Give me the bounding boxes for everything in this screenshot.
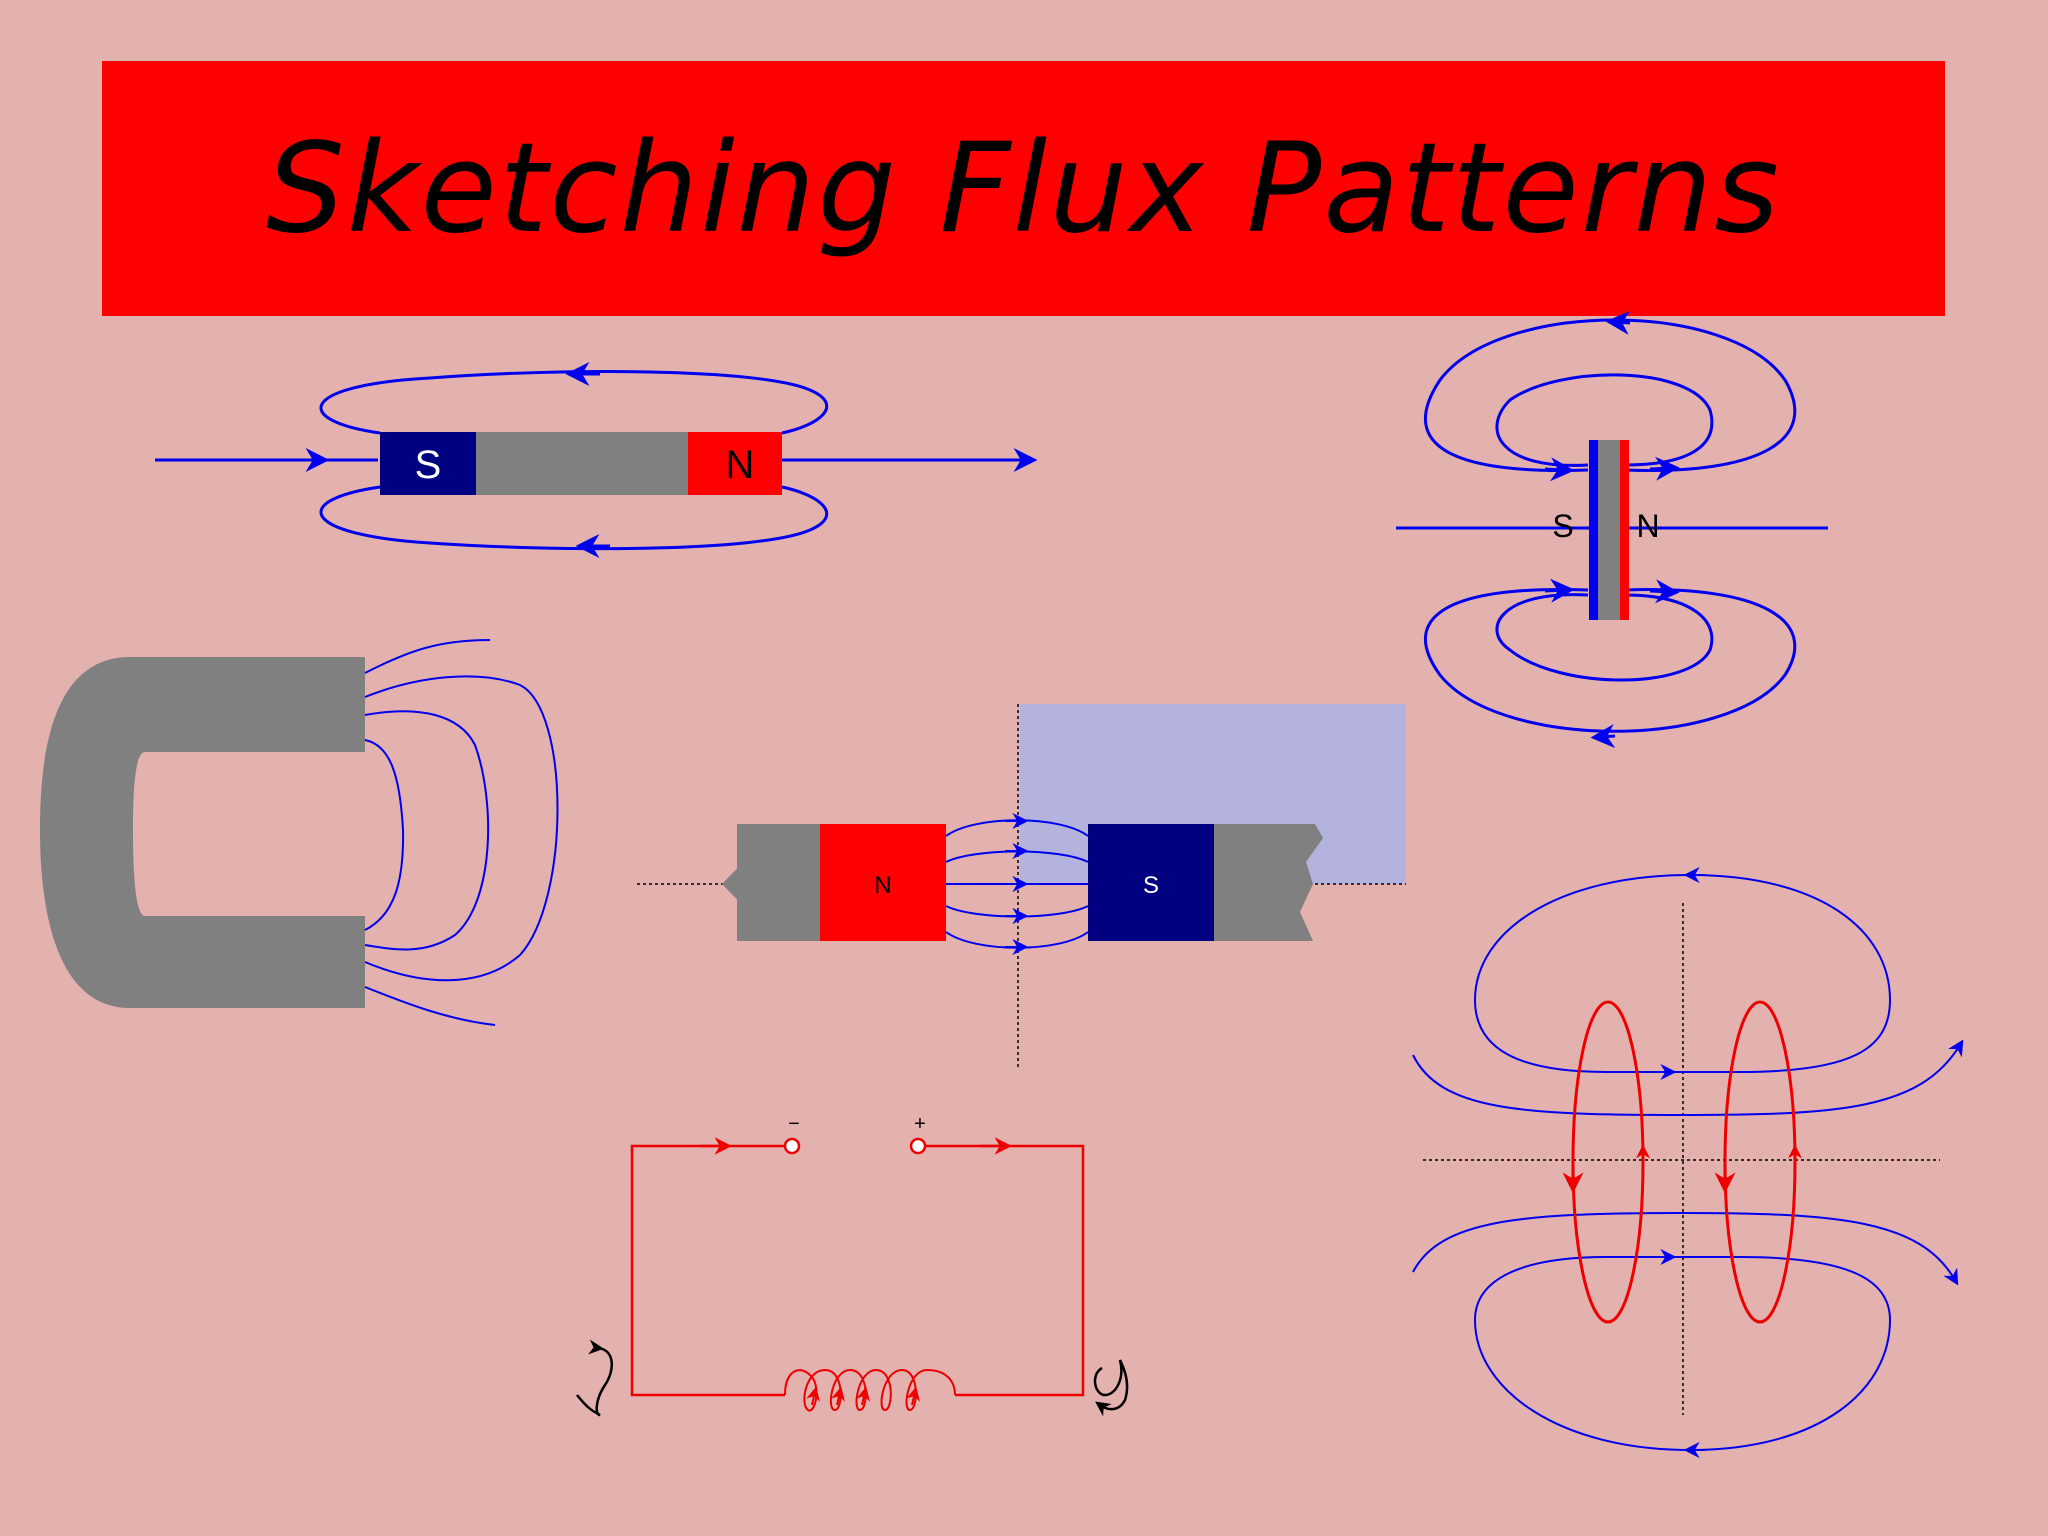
page-title: Sketching Flux Patterns <box>266 116 1781 261</box>
field-line-arrow <box>1649 579 1680 604</box>
negative-terminal-label: − <box>788 1113 800 1135</box>
field-line <box>364 675 559 982</box>
field-line-arrow <box>1649 456 1680 481</box>
thin-magnet-diagram: S N <box>1396 310 1828 749</box>
field-line <box>319 485 829 551</box>
magnet-body <box>1598 440 1620 620</box>
right-magnet-tail <box>1214 824 1323 941</box>
field-line <box>364 639 491 674</box>
south-pole-label: S <box>1552 508 1573 544</box>
north-pole-label: N <box>874 872 891 899</box>
north-pole <box>820 824 946 941</box>
title-banner: Sketching Flux Patterns <box>102 61 1945 316</box>
north-pole <box>688 432 782 495</box>
wire-field-symbol-right <box>1093 1359 1129 1417</box>
field-line <box>364 739 405 931</box>
current-loop-left <box>1571 1000 1645 1324</box>
current-loops-diagram <box>1412 867 1964 1458</box>
north-pole-label: N <box>726 443 755 487</box>
field-line <box>1412 1039 1964 1117</box>
field-line <box>319 370 829 435</box>
field-line-arrow <box>1544 457 1575 482</box>
facing-magnets-diagram: N S <box>637 704 1406 1068</box>
coil-current-arrow <box>806 1386 820 1406</box>
magnet-body <box>476 432 688 495</box>
field-line-arrow <box>1590 724 1616 749</box>
field-line <box>364 986 496 1026</box>
magnet-north-face <box>1620 440 1629 620</box>
negative-terminal <box>783 1137 801 1155</box>
horseshoe-magnet-diagram <box>40 639 559 1026</box>
magnet-south-face <box>1589 440 1598 620</box>
south-pole-label: S <box>1143 872 1159 899</box>
field-line <box>1495 373 1714 467</box>
bar-magnet-diagram: S N <box>155 362 1038 558</box>
field-line-arrow <box>1605 310 1631 335</box>
north-pole-label: N <box>1636 508 1659 544</box>
circuit-wire <box>918 1144 1085 1397</box>
current-loop-right <box>1723 1000 1797 1324</box>
horseshoe-body <box>40 657 365 1008</box>
left-magnet-tail <box>722 824 820 941</box>
field-line <box>945 905 1089 918</box>
wire-field-symbol-left <box>576 1339 613 1417</box>
positive-terminal-label: + <box>914 1113 926 1135</box>
field-line-arrow <box>1544 578 1575 603</box>
positive-terminal <box>909 1137 927 1155</box>
coil-circuit-diagram: − + <box>576 1113 1129 1417</box>
south-pole <box>380 432 476 495</box>
field-line <box>1495 593 1714 682</box>
circuit-wire <box>630 1144 792 1397</box>
south-pole-label: S <box>415 443 442 487</box>
coil <box>784 1368 956 1412</box>
coil-current-arrow <box>856 1386 870 1406</box>
coil-current-arrow <box>906 1386 920 1406</box>
field-line <box>945 931 1089 949</box>
coil-current-arrow <box>831 1386 845 1406</box>
field-line <box>364 710 490 951</box>
south-pole <box>1088 824 1214 941</box>
field-line <box>1412 1211 1959 1286</box>
